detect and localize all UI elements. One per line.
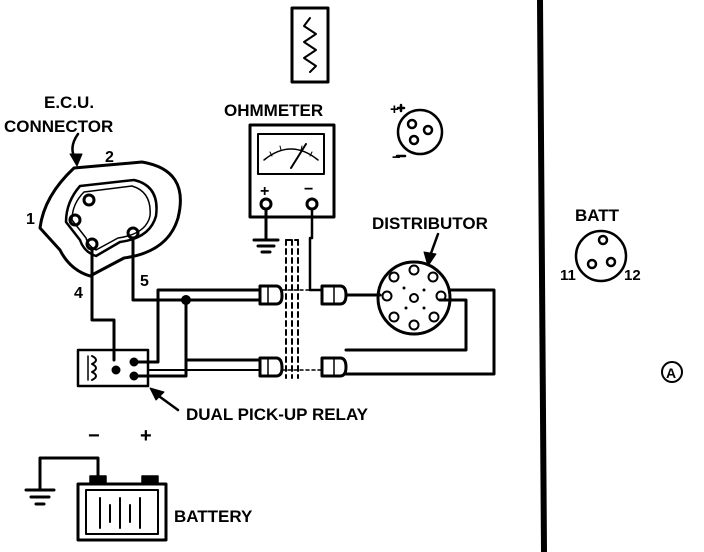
wire-pin5 xyxy=(131,236,262,302)
ecu-connector xyxy=(38,160,182,278)
distributor xyxy=(344,260,452,336)
battery-plus-sign: + xyxy=(140,425,152,447)
meter-minus-sign: − xyxy=(304,181,313,198)
meter-test-leads xyxy=(285,239,299,379)
harness-connector-lower xyxy=(258,356,348,378)
batt-pin-11: 11 xyxy=(560,267,576,284)
ecu-pin-1: 1 xyxy=(26,211,35,228)
battery-label: BATTERY xyxy=(174,507,253,526)
wire-distributor-return xyxy=(344,298,468,352)
ecu-label-line2: CONNECTOR xyxy=(4,117,113,136)
batt-pin-12: 12 xyxy=(624,267,641,284)
figure-tag-label: A xyxy=(666,365,676,381)
harness-connector-upper xyxy=(258,284,348,306)
ecu-pin-4: 4 xyxy=(74,285,83,302)
ecu-pin-2: 2 xyxy=(105,149,114,166)
battery-minus-sign: − xyxy=(88,425,100,447)
ecu-pointer-arrow xyxy=(69,132,83,167)
distributor-pointer-arrow xyxy=(423,232,440,267)
ohmmeter-label: OHMMETER xyxy=(224,101,323,120)
plug-minus-sign: − xyxy=(392,149,401,166)
meter-negative-lead xyxy=(308,207,324,292)
figure-tag-circle xyxy=(661,361,683,383)
relay-label: DUAL PICK-UP RELAY xyxy=(186,405,369,424)
battery-ground-symbol xyxy=(24,456,100,506)
battery xyxy=(76,475,168,542)
ohmmeter xyxy=(248,123,336,219)
batt-label: BATT xyxy=(575,206,620,225)
ecu-label-line1: E.C.U. xyxy=(44,93,94,112)
plug-plus-sign: + xyxy=(390,101,399,118)
wire-relay-upper xyxy=(132,288,262,364)
ecu-pin-5: 5 xyxy=(140,273,149,290)
wire-distributor-loop xyxy=(344,288,496,376)
page-divider xyxy=(537,0,547,552)
batt-plug xyxy=(574,229,628,283)
relay-pointer-arrow xyxy=(149,387,180,412)
resistance-symbol xyxy=(290,6,330,84)
wire-pin4 xyxy=(90,247,116,362)
wire-relay-lower xyxy=(132,298,188,378)
polarity-plug xyxy=(395,103,444,158)
meter-plus-sign: + xyxy=(260,183,269,200)
distributor-label: DISTRIBUTOR xyxy=(372,214,488,233)
meter-ground-symbol xyxy=(252,207,280,254)
